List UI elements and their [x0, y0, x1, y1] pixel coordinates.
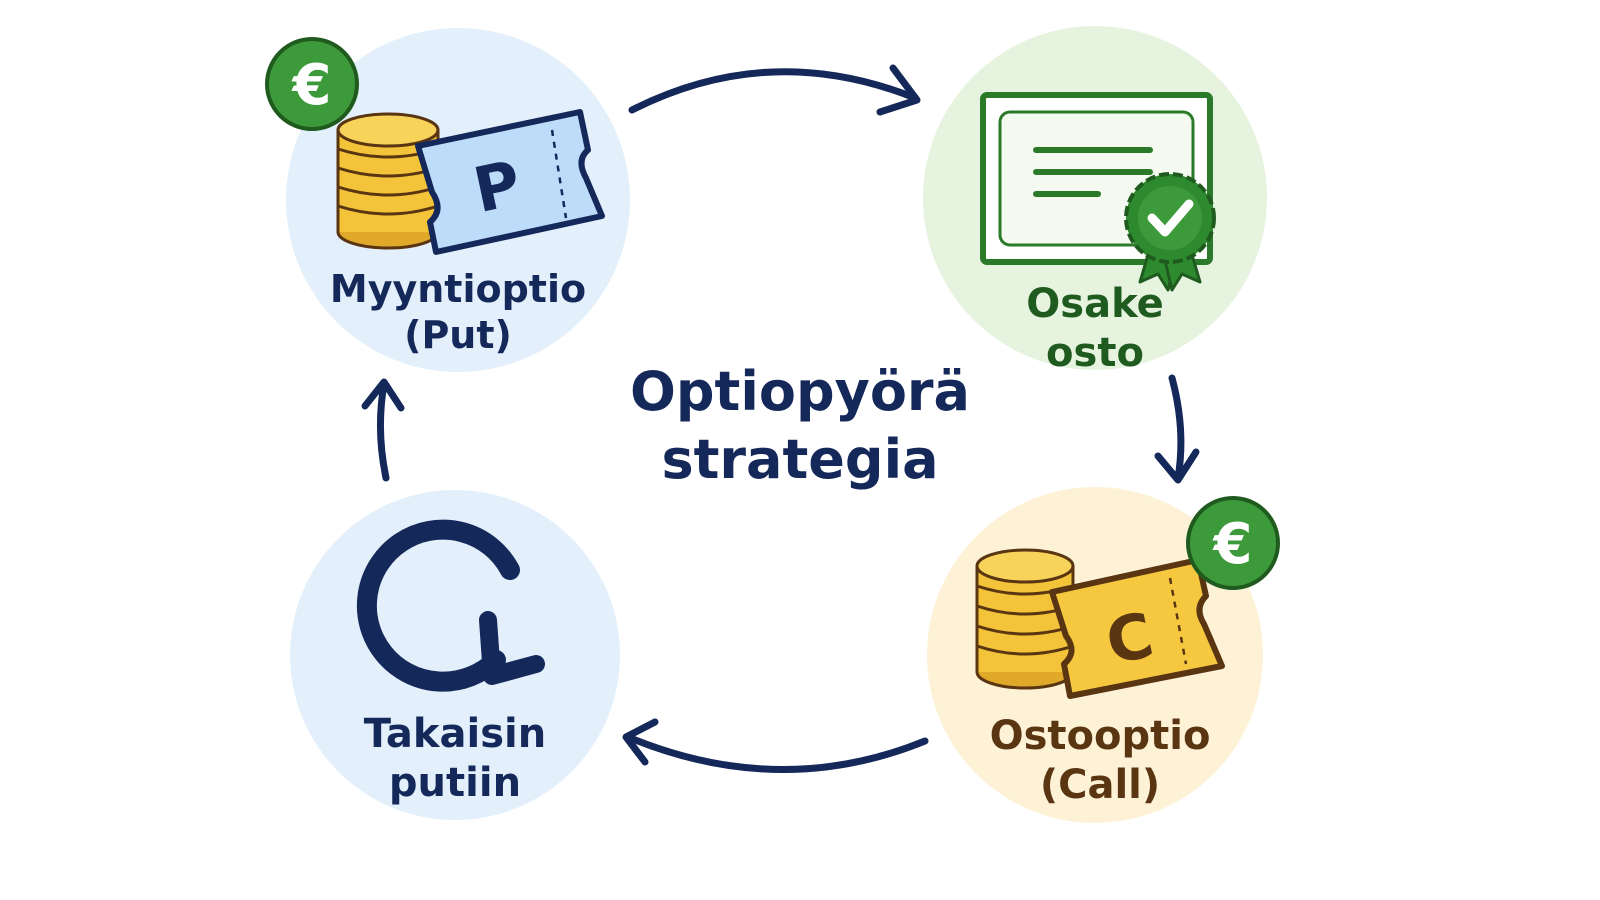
euro-symbol: € [291, 53, 332, 118]
refresh-icon [356, 519, 545, 692]
stock-step-label: Osake osto [955, 280, 1235, 378]
euro-symbol: € [1212, 512, 1253, 577]
arrow-repeat-to-put [361, 378, 405, 482]
euro-badge-icon: € [265, 37, 359, 131]
repeat-step-subtitle: putiin [388, 759, 522, 806]
put-ticket-icon: P [415, 109, 605, 255]
arrow-put-to-stock [628, 64, 921, 116]
repeat-step-label: Takaisin putiin [315, 710, 595, 808]
diagram-title-line1: Optiopyörä [629, 360, 970, 423]
arrow-call-to-repeat [622, 718, 929, 773]
put-step-subtitle: (Put) [404, 313, 512, 358]
call-step-title: Ostooptio [989, 713, 1211, 759]
diagram-title-line2: strategia [661, 427, 939, 491]
coin-stack-icon [336, 112, 440, 250]
call-step-subtitle: (Call) [1039, 761, 1161, 808]
arrow-stock-to-call [1154, 374, 1200, 484]
stock-step-subtitle: osto [1046, 329, 1144, 376]
euro-badge-icon: € [1186, 496, 1280, 590]
put-step-title: Myyntioptio [329, 267, 587, 311]
diagram-title: Optiopyörä strategia [560, 358, 1040, 493]
put-step-label: Myyntioptio (Put) [318, 266, 598, 359]
approved-seal-icon [1124, 172, 1216, 292]
stock-step-title: Osake [1026, 281, 1164, 327]
call-ticket-icon: C [1049, 557, 1225, 699]
repeat-step-title: Takaisin [363, 711, 547, 757]
call-step-label: Ostooptio (Call) [955, 712, 1245, 810]
